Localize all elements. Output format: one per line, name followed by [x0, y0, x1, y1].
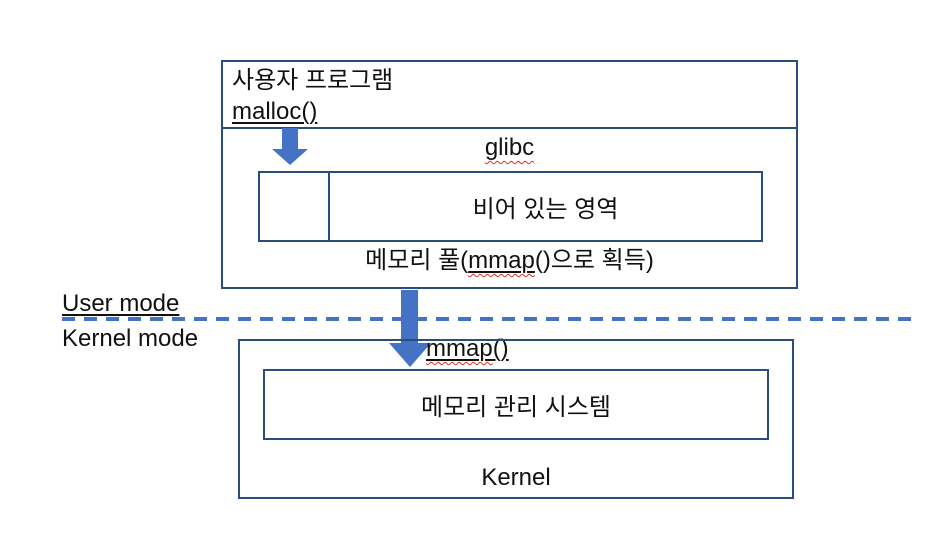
glibc-label: glibc: [223, 133, 796, 163]
mmap-call-arrowhead-icon: [389, 343, 431, 367]
pool-caption-suffix: ()으로 획득): [534, 247, 654, 274]
pool-caption-mmap-keyword: mmap: [468, 247, 535, 274]
mmap-call-suffix: (): [492, 335, 509, 362]
mmap-call-arrow-icon: [401, 290, 418, 344]
memory-pool-free-cell: 비어 있는 영역: [330, 173, 761, 240]
program-glibc-divider-line: [221, 127, 798, 129]
user-mode-text: User mode: [62, 290, 180, 317]
memory-pool-used-cell: [260, 173, 330, 240]
user-program-box: 사용자 프로그램 malloc() glibc 비어 있는 영역 메모리 풀(m…: [221, 60, 798, 289]
kernel-box: 메모리 관리 시스템 Kernel: [238, 339, 794, 499]
glibc-text: glibc: [484, 134, 535, 161]
malloc-call-arrow-icon: [282, 128, 298, 150]
pool-caption-prefix: 메모리 풀(: [365, 247, 469, 274]
malloc-call-text: malloc(): [232, 98, 318, 125]
free-area-label: 비어 있는 영역: [472, 196, 619, 223]
memory-pool-box: 비어 있는 영역: [258, 171, 763, 242]
user-kernel-boundary-line: [62, 317, 918, 321]
malloc-call-label: malloc(): [232, 96, 317, 127]
memory-management-system-box: 메모리 관리 시스템: [263, 369, 769, 440]
memory-management-system-label: 메모리 관리 시스템: [421, 394, 611, 421]
user-mode-label: User mode: [62, 291, 179, 317]
kernel-label: Kernel: [481, 464, 551, 491]
user-program-title: 사용자 프로그램: [232, 67, 394, 94]
malloc-call-arrowhead-icon: [272, 149, 308, 165]
pool-caption-mmap-squiggle: mmap: [468, 247, 535, 274]
kernel-mode-label: Kernel mode: [62, 325, 199, 352]
memory-pool-caption: 메모리 풀(mmap()으로 획득): [223, 245, 796, 277]
